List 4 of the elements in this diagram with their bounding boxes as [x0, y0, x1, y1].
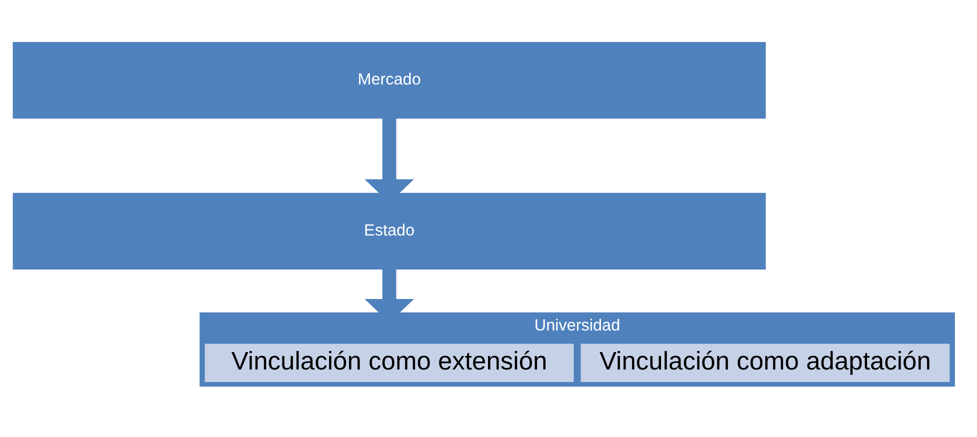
node-box: Mercado	[12, 42, 766, 118]
node-box: Vinculación como extensión	[204, 343, 574, 382]
node-box: Estado	[12, 192, 766, 269]
node-box: Vinculación como adaptación	[580, 343, 950, 382]
